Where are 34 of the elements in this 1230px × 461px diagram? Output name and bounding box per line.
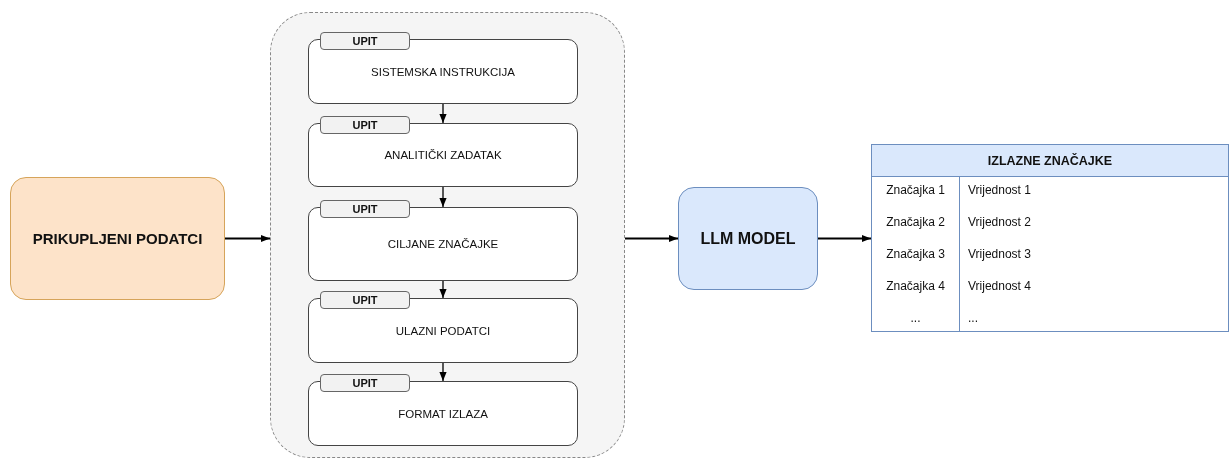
value-cell: Vrijednost 3 bbox=[968, 247, 1031, 261]
data-source-box bbox=[10, 177, 225, 300]
prompt-tab: UPIT bbox=[320, 374, 410, 392]
feature-cell-text: Značajka 2 bbox=[885, 215, 946, 229]
output-table bbox=[871, 144, 1229, 332]
prompt-tab: UPIT bbox=[320, 116, 410, 134]
value-cell: Vrijednost 2 bbox=[968, 215, 1031, 229]
prompt-tab: UPIT bbox=[320, 200, 410, 218]
feature-cell-text: ... bbox=[909, 311, 922, 325]
arrow bbox=[624, 234, 679, 243]
arrow bbox=[439, 103, 447, 124]
value-cell: Vrijednost 4 bbox=[968, 279, 1031, 293]
section-title: ANALITIČKI ZADATAK bbox=[383, 149, 503, 161]
section-title: CILJANE ZNAČAJKE bbox=[386, 238, 500, 250]
section-title: SISTEMSKA INSTRUKCIJA bbox=[370, 65, 516, 78]
arrow bbox=[817, 234, 872, 243]
value-cell: Vrijednost 1 bbox=[968, 183, 1031, 197]
box-title: PRIKUPLJENI PODATCI bbox=[32, 230, 203, 247]
arrow bbox=[439, 362, 447, 382]
arrow bbox=[439, 186, 447, 208]
box-title: LLM MODEL bbox=[700, 229, 796, 248]
feature-cell-text: Značajka 4 bbox=[885, 279, 946, 293]
group-container bbox=[270, 12, 625, 458]
feature-cell-text: Značajka 1 bbox=[885, 183, 946, 197]
arrow bbox=[224, 234, 271, 243]
prompt-tab: UPIT bbox=[320, 32, 410, 50]
table-title: IZLAZNE ZNAČAJKE bbox=[987, 153, 1113, 168]
model-box bbox=[678, 187, 818, 290]
prompt-tab: UPIT bbox=[320, 291, 410, 309]
section-title: FORMAT IZLAZA bbox=[397, 407, 489, 420]
value-cell: ... bbox=[968, 311, 978, 325]
section-title: ULAZNI PODATCI bbox=[394, 324, 492, 337]
arrow bbox=[439, 280, 447, 299]
feature-cell-text: Značajka 3 bbox=[885, 247, 946, 261]
